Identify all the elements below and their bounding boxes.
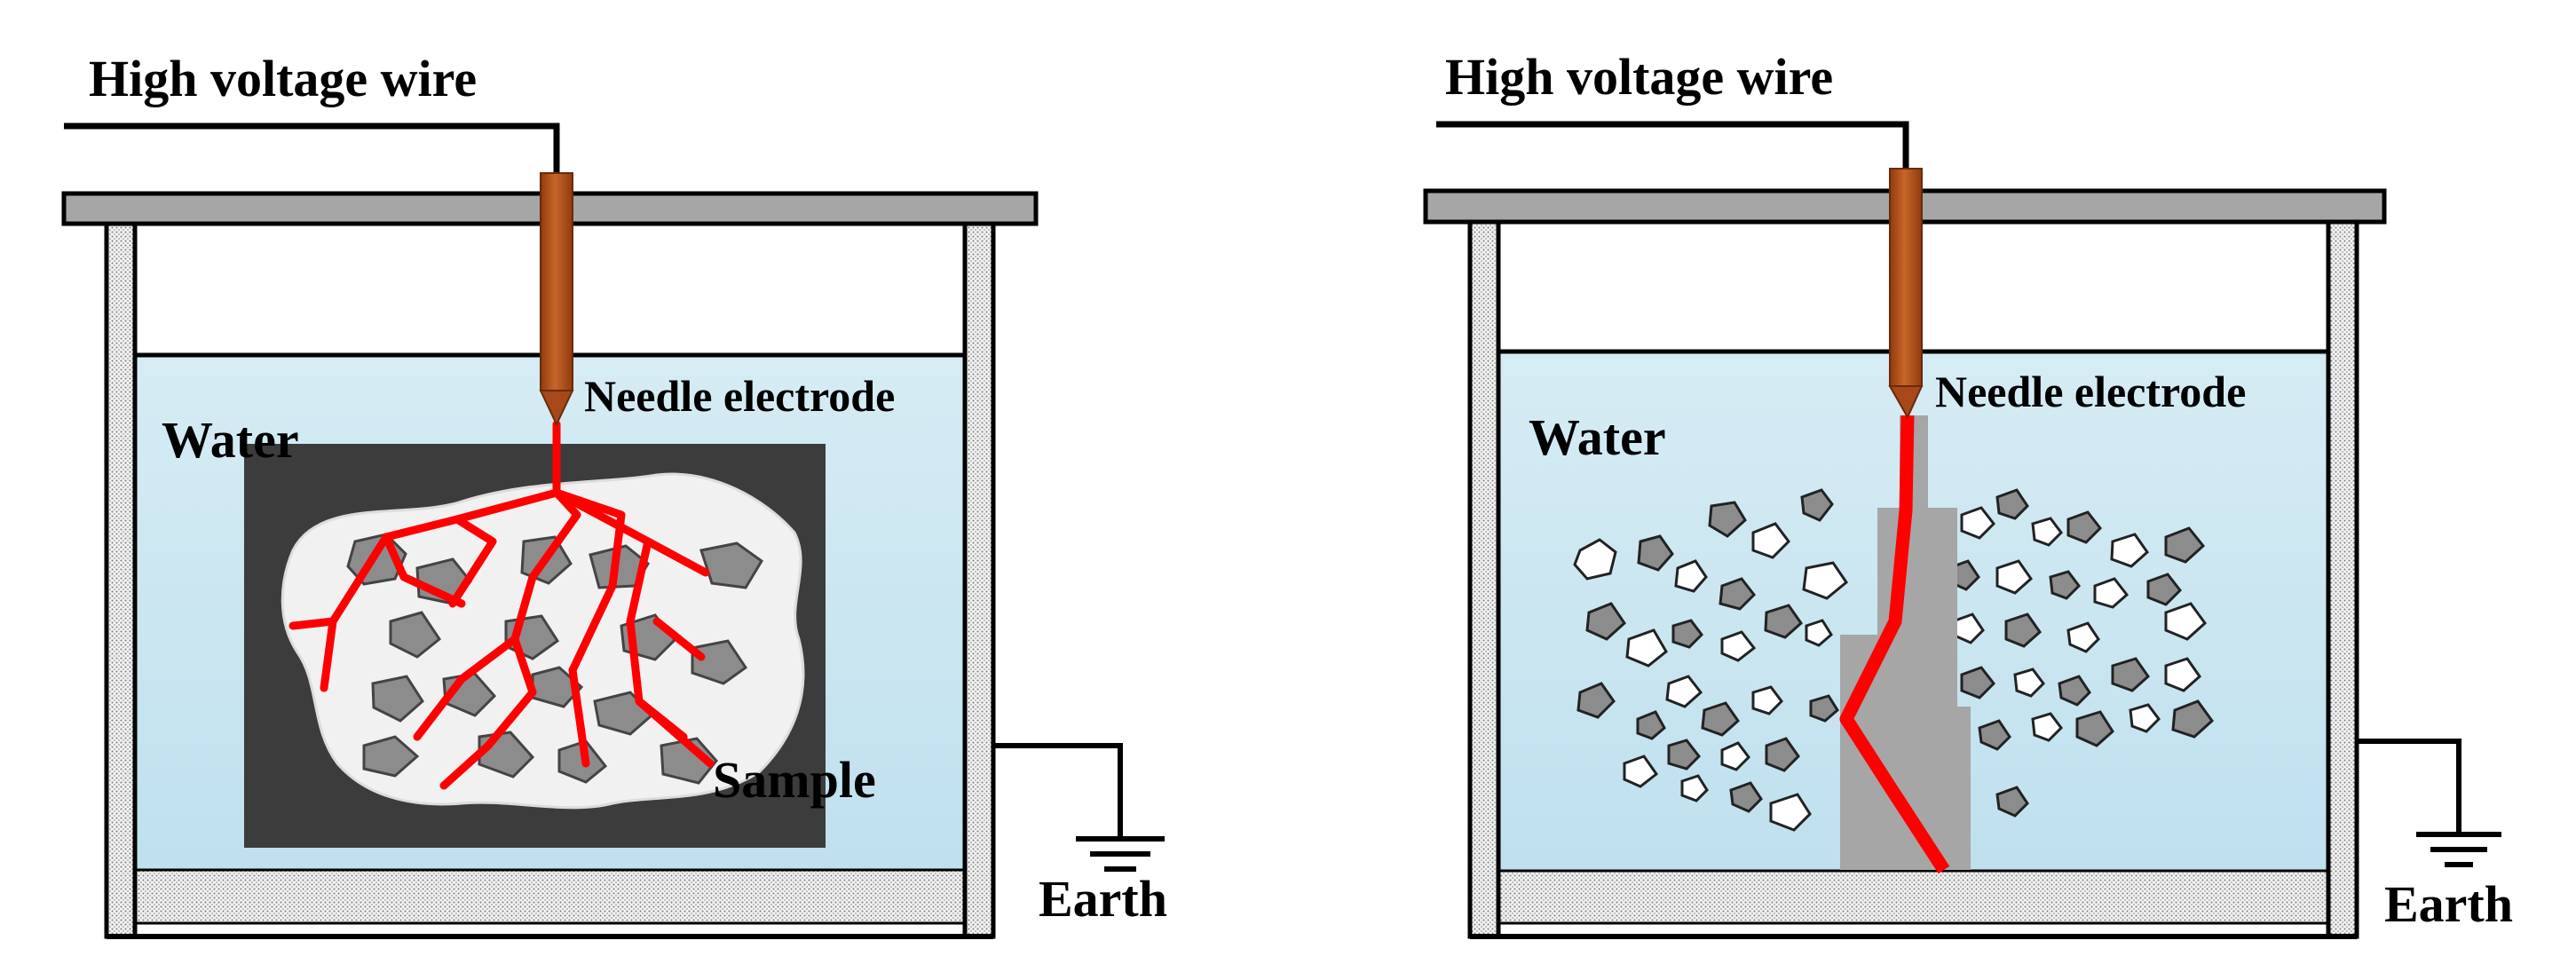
tank-wall-right <box>962 221 996 939</box>
sample-label: Sample <box>713 751 876 809</box>
water-label: Water <box>162 411 299 469</box>
high-voltage-wire-label: High voltage wire <box>1445 48 1833 106</box>
ground-plate <box>1497 869 2330 925</box>
discharge-channels <box>288 420 715 790</box>
right-diagram: High voltage wire Needle electrode Water… <box>1423 48 2513 939</box>
earth-label: Earth <box>2384 875 2513 933</box>
earth-label: Earth <box>1039 870 1167 928</box>
needle-electrode-label: Needle electrode <box>584 371 895 421</box>
needle-electrode <box>540 172 573 391</box>
earth-symbol <box>2357 739 2501 867</box>
tank-wall-left <box>104 221 138 939</box>
high-voltage-wire-label: High voltage wire <box>89 50 477 107</box>
earth-symbol <box>993 743 1165 872</box>
tank-wall-left <box>1467 219 1501 939</box>
sample-fragments <box>1573 488 2215 832</box>
left-diagram: High voltage wire Needle electrode Water… <box>61 50 1167 939</box>
water-label: Water <box>1529 408 1666 466</box>
needle-electrode-label: Needle electrode <box>1935 367 2246 416</box>
tank-wall-right <box>2326 219 2359 939</box>
high-voltage-wire <box>1436 121 1909 169</box>
needle-tip <box>1888 385 1924 420</box>
sample-aggregates <box>346 533 763 785</box>
discharge-channel <box>1839 415 1950 874</box>
needle-electrode <box>1889 168 1923 387</box>
needle-tip <box>539 390 574 427</box>
ground-plate <box>133 868 967 925</box>
high-voltage-wire <box>64 122 560 173</box>
